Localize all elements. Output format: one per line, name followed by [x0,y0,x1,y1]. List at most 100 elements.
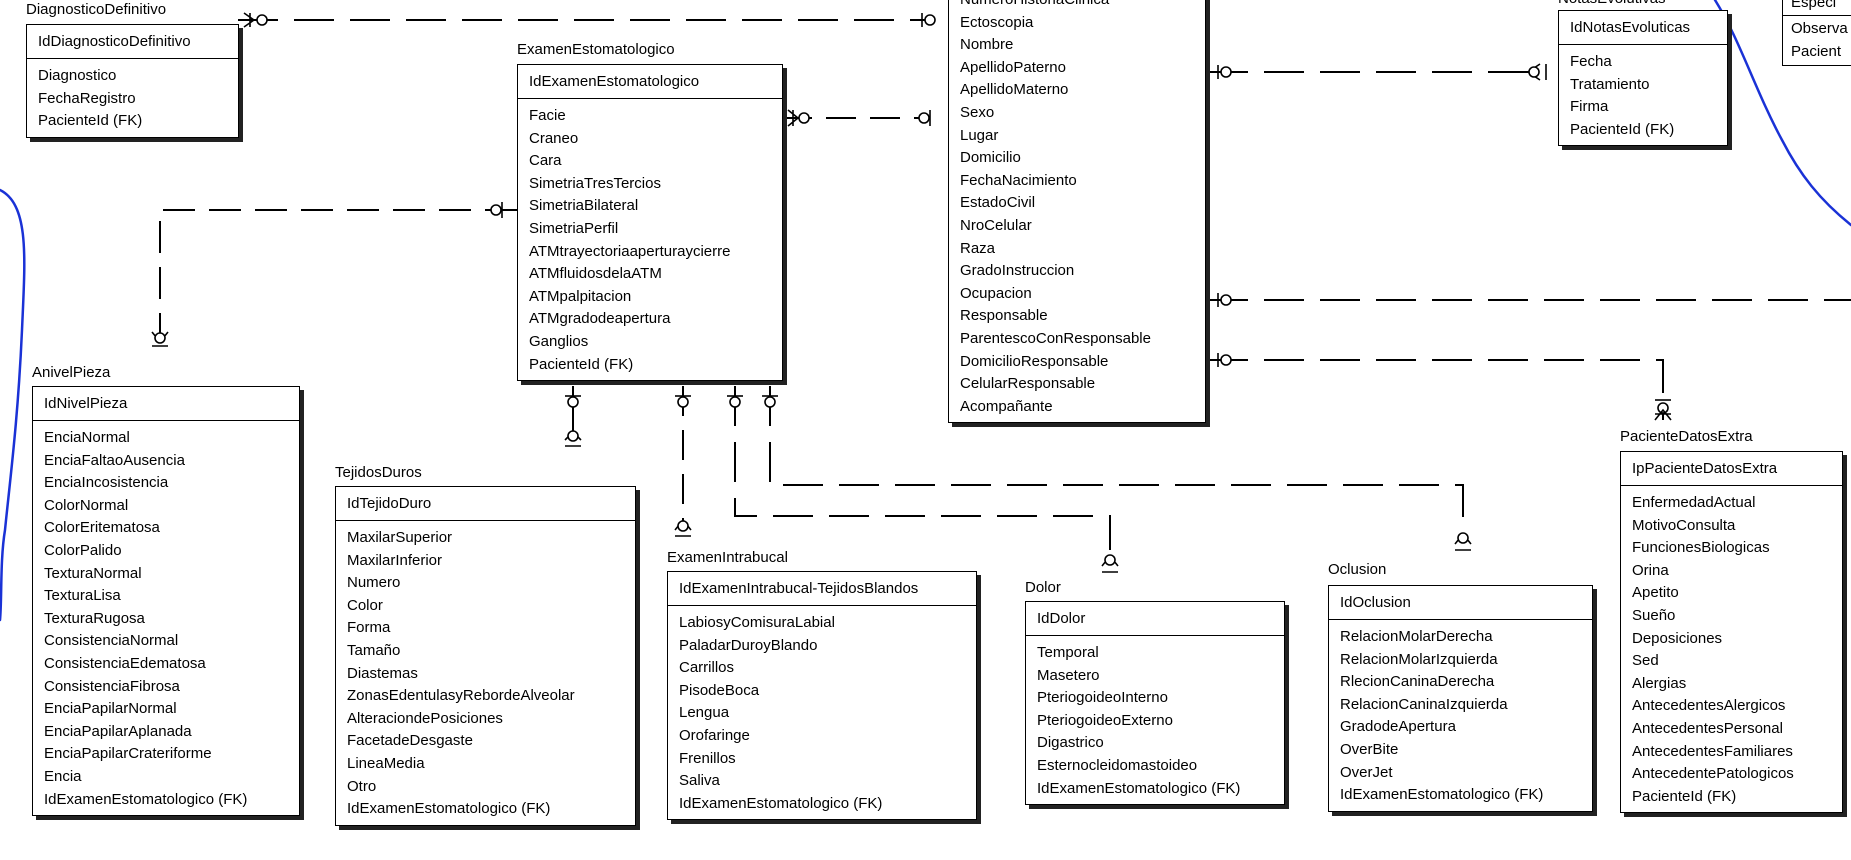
attribute-row: LabiosyComisuraLabial [679,614,835,631]
entity-box[interactable]: IdExamenIntrabucal-TejidosBlandos Labios… [667,571,977,821]
attribute-row: ATMpalpitacion [529,287,632,305]
attribute-row: ParentescoConResponsable [960,329,1151,347]
attribute-row: PteriogoideoInterno [1037,689,1168,707]
attribute-row: DomicilioResponsable [960,352,1109,370]
attribute-row: Numero [347,574,401,592]
primary-key: IdTejidoDuro [336,487,635,521]
attribute-row: IdExamenEstomatologico (FK) [1037,779,1241,797]
attribute-row: Forma [347,619,391,637]
entity-title: DiagnosticoDefinitivo [26,1,167,18]
attribute-row: FechaRegistro [38,89,136,107]
attribute-row: Observa [1791,20,1848,37]
attribute-row: Sed [1632,652,1659,670]
attribute-row: Esternocleidomastoideo [1037,756,1198,774]
attribute-row: Responsable [960,307,1048,325]
attribute-row: OverJet [1340,763,1393,781]
attribute-row: PaladarDuroyBlando [679,636,818,654]
attribute-row: PacienteId (FK) [38,112,143,130]
attribute-row: EnciaPapilarCrateriforme [44,745,212,763]
attribute-row: AntecedentesAlergicos [1632,697,1786,715]
attribute-row: Deposiciones [1632,629,1723,647]
hand-drawn-annotations [0,0,1851,622]
attribute-row: Lengua [679,704,730,722]
attribute-row: AlteraciondePosiciones [347,709,503,727]
entity-box[interactable]: NumeroHistoriaClinicaEctoscopiaNombreApe… [948,0,1206,424]
attribute-row: PacienteId (FK) [529,355,634,373]
attribute-row: Masetero [1037,666,1100,684]
primary-key: IdExamenIntrabucal-TejidosBlandos [668,572,976,606]
attribute-row: EnciaPapilarNormal [44,700,177,718]
attribute-row: EnciaFaltaoAusencia [44,451,185,469]
attribute-row: AntecedentePatologicos [1632,765,1794,783]
attribute-row: Frenillos [679,749,736,767]
attribute-row: EstadoCivil [960,194,1036,212]
attribute-row: Tratamiento [1570,75,1650,93]
primary-key: Especi [1783,0,1851,16]
rel-examen-dolor [734,386,1111,550]
attribute-row: IdExamenEstomatologico (FK) [1340,786,1544,804]
attribute-row: EnciaIncosistencia [44,474,169,492]
attribute-row: Color [347,596,383,614]
attribute-row: RelacionMolarDerecha [1340,628,1493,645]
attribute-row: ConsistenciaNormal [44,632,179,650]
attribute-row: MaxilarInferior [347,551,443,569]
attribute-row: Nombre [960,36,1014,54]
attribute-row: Diastemas [347,664,418,682]
attribute-row: Alergias [1632,674,1687,692]
attribute-row: Domicilio [960,149,1021,167]
primary-key: IdOclusion [1329,586,1592,620]
attribute-row: Saliva [679,772,720,790]
attribute-row: Fecha [1570,53,1612,70]
attribute-row: EnciaNormal [44,429,130,446]
attribute-row: MotivoConsulta [1632,516,1736,534]
attribute-row: RelacionMolarIzquierda [1340,650,1498,668]
entity-title: Dolor [1025,579,1061,596]
attribute-row: IdExamenEstomatologico (FK) [679,794,883,812]
attribute-row: Firma [1570,98,1609,116]
attribute-row: LineaMedia [347,754,425,772]
attribute-row: GradodeApertura [1340,718,1456,736]
attribute-row: Sueño [1632,606,1676,624]
attribute-row: TexturaLisa [44,587,121,605]
attribute-row: OverBite [1340,740,1399,758]
entity-title: NotasEvolutivas [1558,0,1666,8]
primary-key: IdDolor [1026,602,1284,636]
attribute-row: PteriogoideoExterno [1037,711,1173,729]
attribute-row: Ganglios [529,332,589,350]
attribute-row: SimetriaPerfil [529,219,619,237]
attribute-row: Apetito [1632,584,1679,602]
attribute-row: Raza [960,239,996,257]
attribute-row: Ectoscopia [960,13,1034,31]
attribute-row: Orina [1632,561,1669,579]
primary-key: IdNivelPieza [33,387,299,421]
primary-key: IpPacienteDatosExtra [1621,452,1842,486]
attribute-row: EnciaPapilarAplanada [44,722,192,740]
attribute-row: Diagnostico [38,67,117,84]
attribute-row: Orofaringe [679,726,750,744]
attribute-row: ApellidoPaterno [960,58,1066,76]
primary-key: IdNotasEvoluticas [1559,11,1727,45]
entity-title: PacienteDatosExtra [1620,428,1753,445]
annotation-top-right-curve [1713,0,1851,227]
attribute-row: Lugar [960,126,999,144]
attribute-row: Cara [529,152,562,170]
attribute-row: ConsistenciaFibrosa [44,677,180,695]
attribute-row: PisodeBoca [679,681,760,699]
attribute-row: NumeroHistoriaClinica [960,0,1195,12]
attribute-row: Encia [44,767,82,785]
attribute-row: NroCelular [960,216,1032,234]
